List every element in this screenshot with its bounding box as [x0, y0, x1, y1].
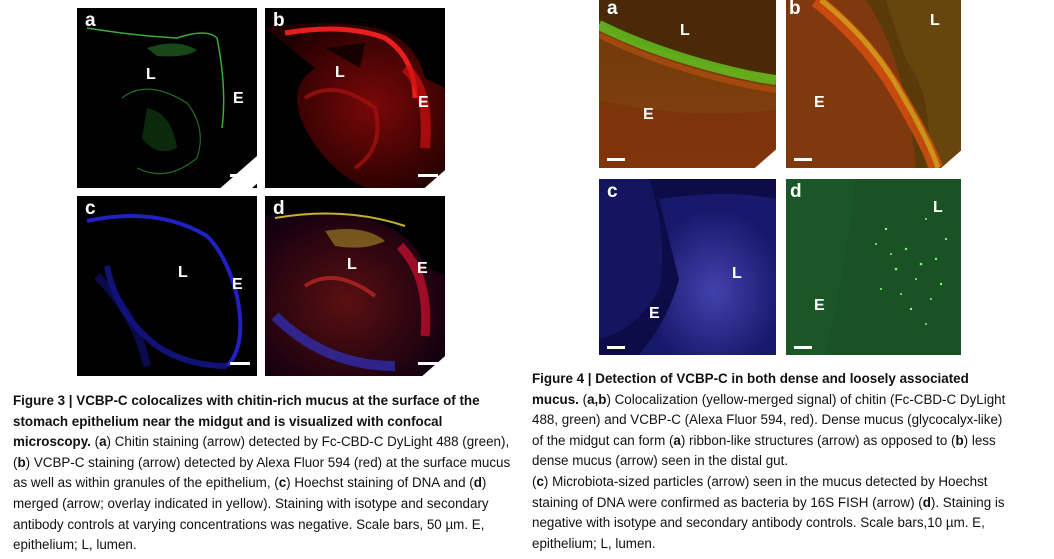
- fig4-caption-text: (: [578, 391, 588, 407]
- fig4-panel-c-scale-bar: [607, 346, 625, 349]
- fig4-caption-text: ). Staining is negative with isotype and…: [532, 494, 1005, 551]
- fig3-caption-ref-d: d: [473, 475, 482, 491]
- fig3-caption-text: ) Chitin staining (arrow) detected by Fc…: [13, 434, 510, 470]
- fig4-caption-ref-b: b: [955, 432, 964, 448]
- fig4-caption-text: ) Colocalization (yellow-merged signal) …: [532, 391, 1006, 448]
- fig4-caption: Figure 4 | Detection of VCBP-C in both d…: [532, 369, 1014, 554]
- fig4-panel-a-lumen-label: L: [680, 22, 690, 39]
- fig4-caption-text: ) less dense mucus (arrow) seen in the d…: [532, 432, 996, 469]
- fig4-panel-d-letter: d: [790, 181, 802, 202]
- fig4-panel-c-letter: c: [607, 181, 618, 202]
- fig4-caption-ref-d: d: [922, 494, 931, 510]
- fig3-panel-b-image: [265, 8, 445, 188]
- fig4-panel-c-epithelium-label: E: [649, 305, 660, 322]
- fig4-panel-c-image: [599, 179, 776, 355]
- fig3-panel-b-letter: b: [273, 10, 285, 31]
- fig4-panel-a-letter: a: [607, 0, 618, 19]
- fig4-caption-ref-c: c: [536, 473, 544, 489]
- fig3-panel-c-scale-bar: [230, 362, 250, 365]
- fig3-panel-d-letter: d: [273, 198, 285, 219]
- fig3-panel-a-image: [86, 27, 225, 175]
- fig4-panel-d-arrow-icon: [916, 255, 961, 355]
- fig4-panel-b: b L E: [786, 0, 961, 168]
- fig4-panel-b-image: [786, 0, 961, 168]
- fig3-panel-d-scale-bar: [418, 362, 438, 365]
- fig4-panel-a-epithelium-label: E: [643, 106, 654, 123]
- fig3-panel-d-epithelium-label: E: [417, 260, 428, 277]
- fig3-caption-text: ) Hoechst staining of DNA and (: [286, 475, 474, 491]
- fig3-panel-d-image: [265, 212, 445, 376]
- fig3-panel-b-lumen-label: L: [335, 64, 345, 81]
- fig4-panel-d: d L E: [786, 179, 961, 355]
- fig3-caption-text: ) VCBP-C staining (arrow) detected by Al…: [13, 454, 511, 491]
- fig4-panel-b-letter: b: [789, 0, 801, 19]
- fig3-panel-a-lumen-label: L: [146, 66, 156, 83]
- fig4-panel-b-epithelium-label: E: [814, 94, 825, 111]
- fig3-panel-c-lumen-label: L: [178, 264, 188, 281]
- fig3-panel-c: c L E: [77, 196, 257, 376]
- fig4-panel-b-lumen-label: L: [930, 12, 940, 29]
- fig4-panel-a-arrow-icon: [754, 149, 776, 168]
- fig4-panel-b-scale-bar: [794, 158, 812, 161]
- fig3-panel-a-scale-bar: [230, 174, 250, 177]
- fig4-panel-b-arrow-icon: [941, 150, 961, 168]
- fig3-caption: Figure 3 | VCBP-C colocalizes with chiti…: [13, 391, 518, 556]
- fig3-panel-d-arrow-icon: [422, 356, 445, 376]
- fig3-panel-a-arrow-icon: [220, 155, 257, 188]
- fig3-panel-d: d L E: [265, 196, 445, 376]
- fig3-caption-text: ) merged (arrow; overlay indicated in ye…: [13, 475, 489, 553]
- fig4-panel-c: c L E: [599, 179, 776, 355]
- fig3-panel-c-letter: c: [85, 198, 96, 219]
- fig3-panel-b: b L E: [265, 8, 445, 188]
- fig3-panel-c-image: [86, 214, 243, 369]
- fig4-caption-title: Figure 4 | Detection of VCBP-C in both d…: [532, 371, 969, 407]
- fig4-caption-text: ) Microbiota-sized particles (arrow) see…: [532, 473, 988, 510]
- fig4-panel-a-image: [599, 0, 776, 168]
- fig4-panel-d-epithelium-label: E: [814, 297, 825, 314]
- fig4-panel-d-lumen-label: L: [933, 199, 943, 216]
- fig3-panel-b-arrow-icon: [424, 170, 445, 188]
- fig4-panel-a-scale-bar: [607, 158, 625, 161]
- fig4-caption-text: ) ribbon-like structures (arrow) as oppo…: [680, 432, 956, 448]
- fig3-panel-a: a L E: [77, 8, 257, 188]
- fig3-panel-b-scale-bar: [418, 174, 438, 177]
- fig4-panel-d-scale-bar: [794, 346, 812, 349]
- fig4-panel-d-image: [786, 179, 961, 355]
- fig3-caption-text: (: [90, 434, 100, 450]
- fig3-panel-b-epithelium-label: E: [418, 94, 429, 111]
- fig4-caption-text: (: [532, 473, 537, 489]
- fig3-panel-a-letter: a: [85, 10, 96, 31]
- fig4-caption-ref-ab: a,b: [587, 391, 607, 407]
- fig3-panel-a-epithelium-label: E: [233, 90, 244, 107]
- fig4-caption-ref-a: a: [673, 432, 681, 448]
- fig3-caption-ref-c: c: [278, 475, 287, 491]
- fig3-caption-title: Figure 3 | VCBP-C colocalizes with chiti…: [13, 393, 480, 450]
- fig4-panel-a: a L E: [599, 0, 776, 168]
- fig3-caption-ref-b: b: [17, 454, 26, 470]
- fig4-panel-c-arrow-icon: [727, 303, 776, 355]
- fig3-caption-ref-a: a: [99, 434, 107, 450]
- fig3-panel-c-epithelium-label: E: [232, 276, 243, 293]
- fig3-panel-d-lumen-label: L: [347, 256, 357, 273]
- fig4-panel-c-lumen-label: L: [732, 265, 742, 282]
